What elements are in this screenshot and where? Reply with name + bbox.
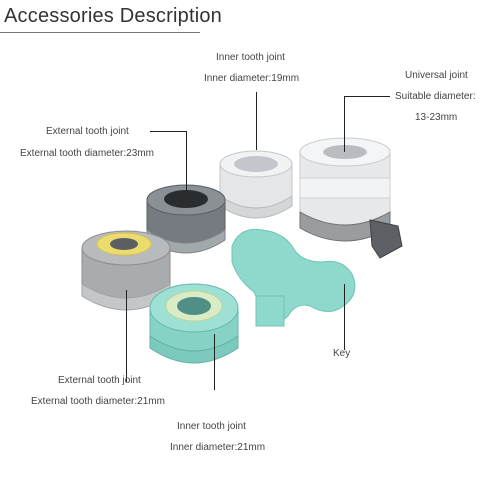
universal-range-label: 13-23mm [415, 112, 458, 123]
title-underline [0, 32, 200, 33]
inner-tooth-joint-21mm-image [149, 283, 239, 364]
inner-21-dim-label: Inner diameter:21mm [170, 442, 266, 453]
leader-universal-vertical [344, 96, 345, 152]
ext-23-dim-label: External tooth diameter:23mm [20, 148, 154, 159]
ext-21-dim-label: External tooth diameter:21mm [31, 396, 165, 407]
leader-ext23-vertical [186, 131, 187, 191]
inner-19-name-label: Inner tooth joint [216, 52, 285, 63]
leader-inner21-vertical [214, 334, 215, 390]
universal-joint-image [299, 137, 403, 259]
leader-inner19-vertical [256, 92, 257, 150]
page-title: Accessories Description [4, 5, 223, 27]
inner-21-name-label: Inner tooth joint [177, 421, 246, 432]
leader-key-vertical [344, 284, 345, 350]
inner-19-dim-label: Inner diameter:19mm [204, 73, 300, 84]
universal-name-label: Universal joint [405, 70, 468, 81]
universal-dim-label: Suitable diameter: [395, 91, 476, 102]
ext-23-name-label: External tooth joint [46, 126, 129, 137]
inner-tooth-joint-19mm-image [219, 150, 293, 219]
key-label: Key [333, 348, 351, 359]
leader-ext23-horizontal [150, 131, 186, 132]
leader-universal-horizontal [344, 96, 390, 97]
external-tooth-joint-21mm-image [81, 230, 171, 311]
ext-21-name-label: External tooth joint [58, 375, 141, 386]
leader-ext21-vertical [126, 290, 127, 382]
key-image [231, 228, 356, 327]
